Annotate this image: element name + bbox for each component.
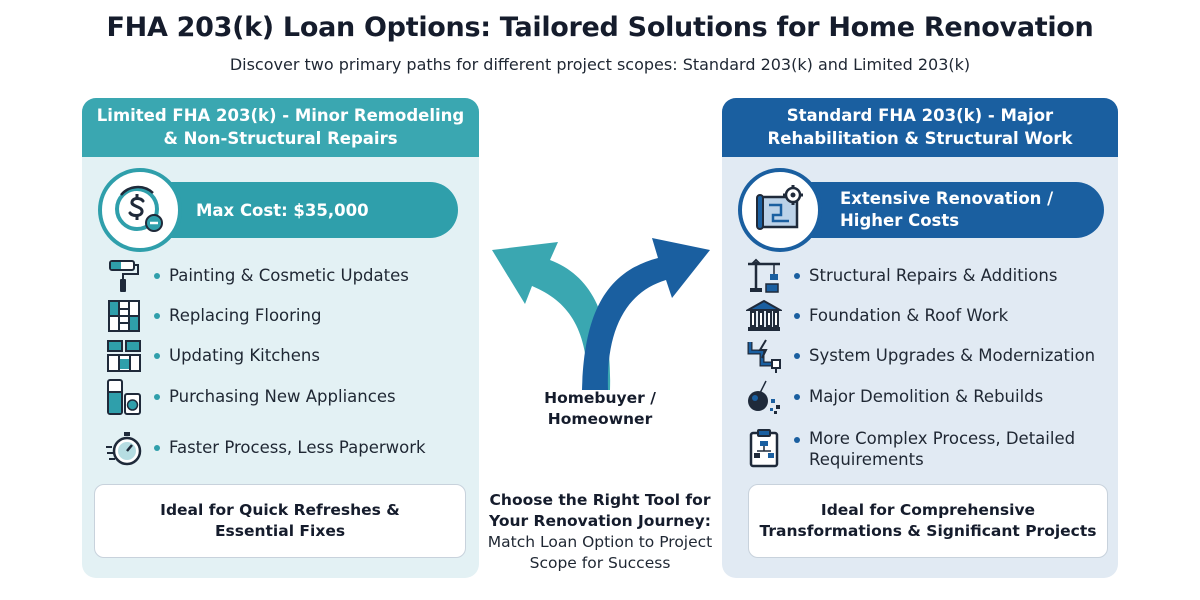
bullet-dot — [794, 313, 800, 319]
standard-item-demolition: Major Demolition & Rebuilds — [744, 377, 1104, 417]
limited-item-painting: Painting & Cosmetic Updates — [104, 256, 464, 296]
standard-panel-header: Standard FHA 203(k) - Major Rehabilitati… — [722, 98, 1118, 157]
limited-item-text: Replacing Flooring — [169, 306, 322, 326]
standard-pill-line2: Higher Costs — [840, 211, 960, 230]
building-columns-icon — [744, 296, 784, 336]
standard-item-text: Major Demolition & Rebuilds — [809, 387, 1044, 407]
limited-item-kitchens: Updating Kitchens — [104, 336, 464, 376]
homebuyer-line2: Homeowner — [547, 409, 653, 428]
bullet-dot — [794, 273, 800, 279]
standard-header-line1: Standard FHA 203(k) - Major — [786, 106, 1054, 126]
standard-item-structural: Structural Repairs & Additions — [744, 256, 1104, 296]
standard-ideal-box: Ideal for Comprehensive Transformations … — [748, 484, 1108, 558]
blueprint-gear-icon — [738, 168, 822, 252]
limited-item-appliances: Purchasing New Appliances — [104, 377, 464, 417]
flooring-tiles-icon — [104, 296, 144, 336]
wrecking-ball-icon — [744, 377, 784, 417]
limited-ideal-box: Ideal for Quick Refreshes & Essential Fi… — [94, 484, 466, 558]
standard-header-line2: Rehabilitation & Structural Work — [767, 128, 1073, 148]
standard-panel: Standard FHA 203(k) - Major Rehabilitati… — [722, 98, 1118, 578]
limited-panel-header: Limited FHA 203(k) - Minor Remodeling & … — [82, 98, 479, 157]
standard-item-complex-process: More Complex Process, Detailed Requireme… — [744, 428, 1104, 471]
kitchen-cabinets-icon — [104, 336, 144, 376]
pipes-electrical-icon — [744, 336, 784, 376]
bullet-dot — [154, 445, 160, 451]
limited-item-text: Faster Process, Less Paperwork — [169, 438, 426, 458]
blue-arrow-right — [582, 238, 710, 390]
limited-item-flooring: Replacing Flooring — [104, 296, 464, 336]
standard-item-text-line1: More Complex Process, Detailed — [809, 429, 1076, 448]
standard-item-systems: System Upgrades & Modernization — [744, 336, 1104, 376]
standard-item-text: Foundation & Roof Work — [809, 306, 1009, 326]
limited-header-line1: Limited FHA 203(k) - Minor Remodeling — [96, 106, 465, 126]
teal-arrow-left — [492, 242, 611, 390]
standard-item-foundation: Foundation & Roof Work — [744, 296, 1104, 336]
standard-item-text-line2: Requirements — [809, 450, 924, 470]
bullet-dot — [794, 353, 800, 359]
bullet-dot — [794, 437, 800, 443]
caption-bold-line2: Your Renovation Journey: — [489, 511, 711, 530]
bullet-dot — [154, 273, 160, 279]
standard-item-text: More Complex Process, Detailed Requireme… — [809, 428, 1075, 471]
choose-tool-caption: Choose the Right Tool for Your Renovatio… — [470, 490, 730, 574]
standard-item-text: Structural Repairs & Additions — [809, 266, 1058, 286]
homebuyer-label: Homebuyer / Homeowner — [520, 388, 680, 430]
dollar-coin-icon — [98, 168, 182, 252]
limited-header-line2: & Non-Structural Repairs — [163, 128, 398, 148]
appliances-icon — [104, 377, 144, 417]
limited-panel: Limited FHA 203(k) - Minor Remodeling & … — [82, 98, 479, 578]
standard-ideal-line2: Transformations & Significant Projects — [759, 522, 1097, 540]
limited-item-text: Updating Kitchens — [169, 346, 320, 366]
paint-roller-icon — [104, 256, 144, 296]
standard-ideal-line1: Ideal for Comprehensive — [820, 501, 1036, 520]
caption-bold-line1: Choose the Right Tool for — [489, 491, 711, 509]
limited-item-text: Painting & Cosmetic Updates — [169, 266, 409, 286]
clipboard-flowchart-icon — [744, 428, 784, 468]
limited-ideal-line1: Ideal for Quick Refreshes & — [160, 501, 400, 520]
caption-line4: Scope for Success — [529, 553, 671, 572]
page-title: FHA 203(k) Loan Options: Tailored Soluti… — [106, 12, 1094, 43]
limited-item-text: Purchasing New Appliances — [169, 387, 396, 407]
standard-item-text: System Upgrades & Modernization — [809, 346, 1096, 366]
homebuyer-line1: Homebuyer / — [544, 389, 656, 407]
limited-max-cost-text: Max Cost: $35,000 — [196, 200, 369, 220]
standard-pill-line1: Extensive Renovation / — [840, 188, 1054, 208]
bullet-dot — [154, 313, 160, 319]
bullet-dot — [154, 394, 160, 400]
crane-icon — [744, 256, 784, 296]
caption-line3: Match Loan Option to Project — [487, 532, 713, 551]
fork-arrows — [492, 238, 710, 390]
bullet-dot — [154, 353, 160, 359]
page-subtitle: Discover two primary paths for different… — [229, 55, 971, 74]
limited-ideal-line2: Essential Fixes — [214, 522, 346, 540]
limited-item-faster-process: Faster Process, Less Paperwork — [104, 428, 464, 468]
bullet-dot — [794, 394, 800, 400]
stopwatch-icon — [104, 428, 144, 468]
